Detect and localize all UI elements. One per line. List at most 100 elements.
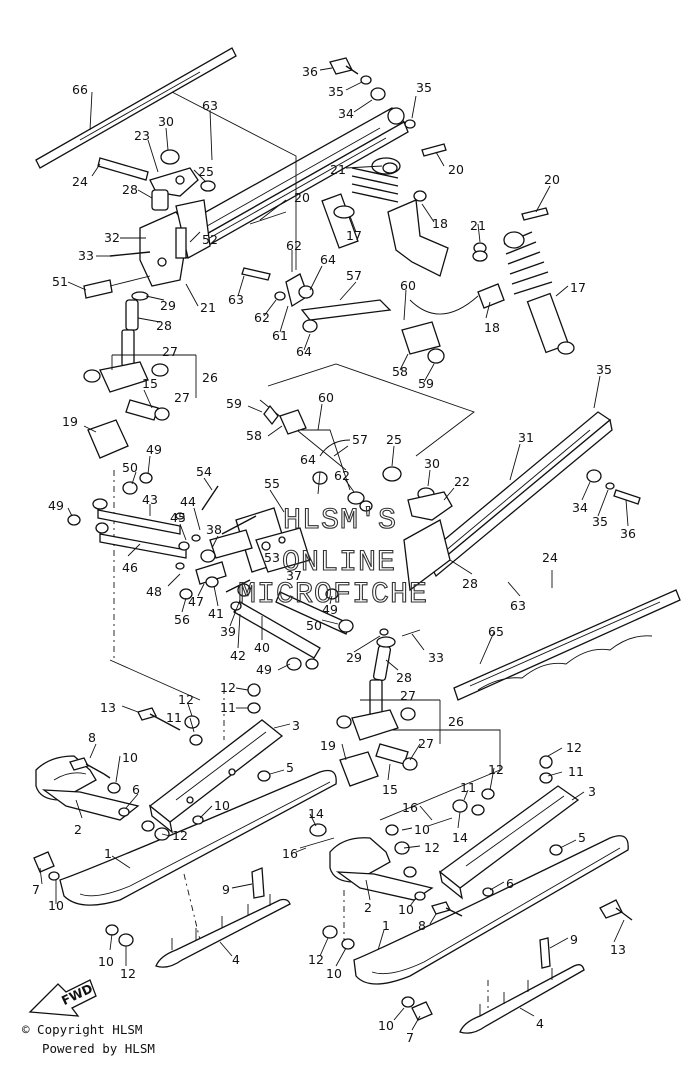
callout: 10 xyxy=(378,1018,394,1033)
callout: 37 xyxy=(286,568,302,583)
callout: 4 xyxy=(232,952,240,967)
callout: 54 xyxy=(196,464,212,479)
callout: 63 xyxy=(202,98,218,113)
callout: 16 xyxy=(282,846,298,861)
lower-spindle-group xyxy=(336,628,441,787)
callout: 49 xyxy=(256,662,272,677)
callout: 35 xyxy=(596,362,612,377)
callout: 10 xyxy=(98,954,114,969)
callout: 19 xyxy=(62,414,78,429)
upper-bolt-set xyxy=(329,57,416,129)
callout: 11 xyxy=(568,764,584,779)
middle-bracket-group xyxy=(263,404,641,521)
callout: 1 xyxy=(104,846,112,861)
callout: 49 xyxy=(48,498,64,513)
callout: 33 xyxy=(428,650,444,665)
callout: 26 xyxy=(448,714,464,729)
powered-by-text: Powered by HLSM xyxy=(42,1041,155,1056)
callout: 6 xyxy=(506,876,514,891)
callout: 53 xyxy=(264,550,280,565)
guide-rail-65 xyxy=(453,589,681,701)
callout: 65 xyxy=(488,624,504,639)
callout: 28 xyxy=(396,670,412,685)
callout: 40 xyxy=(254,640,270,655)
callout: 60 xyxy=(400,278,416,293)
callout: 26 xyxy=(202,370,218,385)
callout: 19 xyxy=(320,738,336,753)
callout: 45 xyxy=(170,510,186,525)
watermark: HLSM'S ONLINE MICROFICHE xyxy=(237,503,428,612)
callout: 24 xyxy=(72,174,88,189)
lower-suspension-arm xyxy=(403,411,613,592)
callout: 24 xyxy=(542,550,558,565)
callout: 27 xyxy=(174,390,190,405)
callout: 57 xyxy=(346,268,362,283)
callout: 27 xyxy=(162,344,178,359)
callout: 12 xyxy=(120,966,136,981)
callout: 58 xyxy=(392,364,408,379)
callout: 10 xyxy=(122,750,138,765)
callout: 7 xyxy=(32,882,40,897)
callout: 61 xyxy=(272,328,288,343)
callout: 12 xyxy=(424,840,440,855)
upper-spindle-group xyxy=(83,291,197,459)
fwd-direction-badge: FWD xyxy=(28,979,97,1017)
callout: 43 xyxy=(142,492,158,507)
callout: 30 xyxy=(158,114,174,129)
callout: 25 xyxy=(198,164,214,179)
callout: 5 xyxy=(578,830,586,845)
callout: 28 xyxy=(122,182,138,197)
callout: 8 xyxy=(88,730,96,745)
callout: 35 xyxy=(592,514,608,529)
leader-lines xyxy=(39,67,629,1031)
callout: 12 xyxy=(488,762,504,777)
left-ski-assembly xyxy=(33,683,337,968)
callout: 64 xyxy=(320,252,336,267)
callout: 60 xyxy=(318,390,334,405)
callout: 1 xyxy=(382,918,390,933)
watermark-line-2: ONLINE xyxy=(282,546,396,580)
watermark-line-3: MICROFICHE xyxy=(238,578,428,612)
callout: 64 xyxy=(300,452,316,467)
callout: 50 xyxy=(122,460,138,475)
callout: 12 xyxy=(178,692,194,707)
callout: 62 xyxy=(254,310,270,325)
callout: 2 xyxy=(74,822,82,837)
cross-shafts xyxy=(67,472,190,559)
callout: 11 xyxy=(220,700,236,715)
callout: 49 xyxy=(146,442,162,457)
callout: 21 xyxy=(470,218,486,233)
watermark-line-1: HLSM'S xyxy=(283,504,397,538)
callout: 66 xyxy=(72,82,88,97)
callout: 35 xyxy=(416,80,432,95)
callout: 46 xyxy=(122,560,138,575)
upper-linkage-group xyxy=(241,143,549,364)
callout: 31 xyxy=(518,430,534,445)
callout: 20 xyxy=(294,190,310,205)
callout: 3 xyxy=(292,718,300,733)
steering-bracket-group xyxy=(83,149,216,299)
part-callouts: 36 35 34 35 66 63 30 23 24 25 28 32 33 5… xyxy=(32,64,636,1045)
callout: 16 xyxy=(402,800,418,815)
callout: 49 xyxy=(322,602,338,617)
callout: 13 xyxy=(610,942,626,957)
callout: 15 xyxy=(142,376,158,391)
callout: 12 xyxy=(308,952,324,967)
callout: 41 xyxy=(208,606,224,621)
callout: 34 xyxy=(572,500,588,515)
callout: 62 xyxy=(286,238,302,253)
callout: 4 xyxy=(536,1016,544,1031)
shock-absorber-upper-left xyxy=(321,157,401,249)
callout: 8 xyxy=(418,918,426,933)
callout: 29 xyxy=(346,650,362,665)
callout: 63 xyxy=(228,292,244,307)
callout: 9 xyxy=(222,882,230,897)
callout: 11 xyxy=(166,710,182,725)
callout: 13 xyxy=(100,700,116,715)
callout: 7 xyxy=(406,1030,414,1045)
callout: 42 xyxy=(230,648,246,663)
callout: 44 xyxy=(180,494,196,509)
callout: 11 xyxy=(460,780,476,795)
callout: 12 xyxy=(220,680,236,695)
